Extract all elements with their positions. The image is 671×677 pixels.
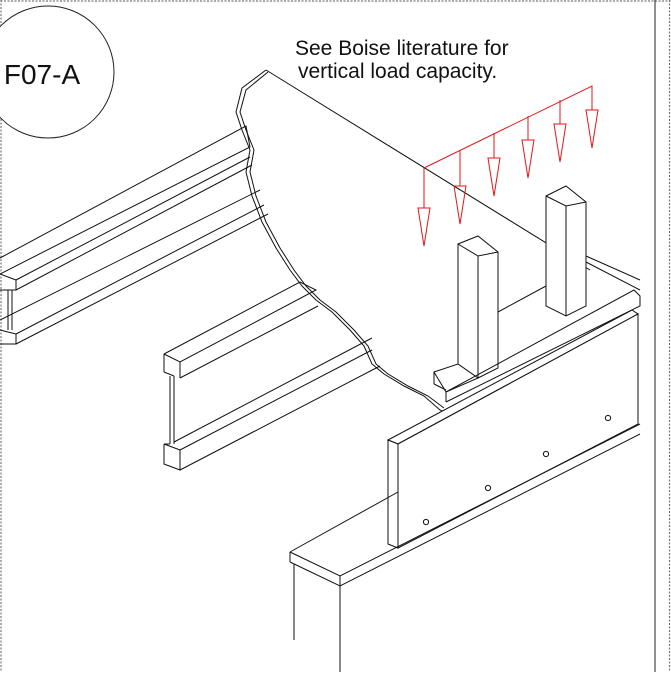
i-joist-left xyxy=(0,125,269,345)
detail-bubble: F07-A xyxy=(0,5,115,139)
load-note: See Boise literature for vertical load c… xyxy=(295,37,509,83)
top-plate xyxy=(433,255,641,403)
note-line-2: vertical load capacity. xyxy=(298,60,497,83)
wall-below xyxy=(289,423,641,672)
load-arrows xyxy=(417,85,599,247)
i-joist-middle xyxy=(163,281,381,471)
roof-sheathing xyxy=(235,69,591,415)
note-line-1: See Boise literature for xyxy=(295,37,509,60)
stud-posts xyxy=(457,185,587,379)
detail-id: F07-A xyxy=(4,59,81,90)
nail-dots xyxy=(422,414,612,526)
rim-board xyxy=(386,309,639,549)
